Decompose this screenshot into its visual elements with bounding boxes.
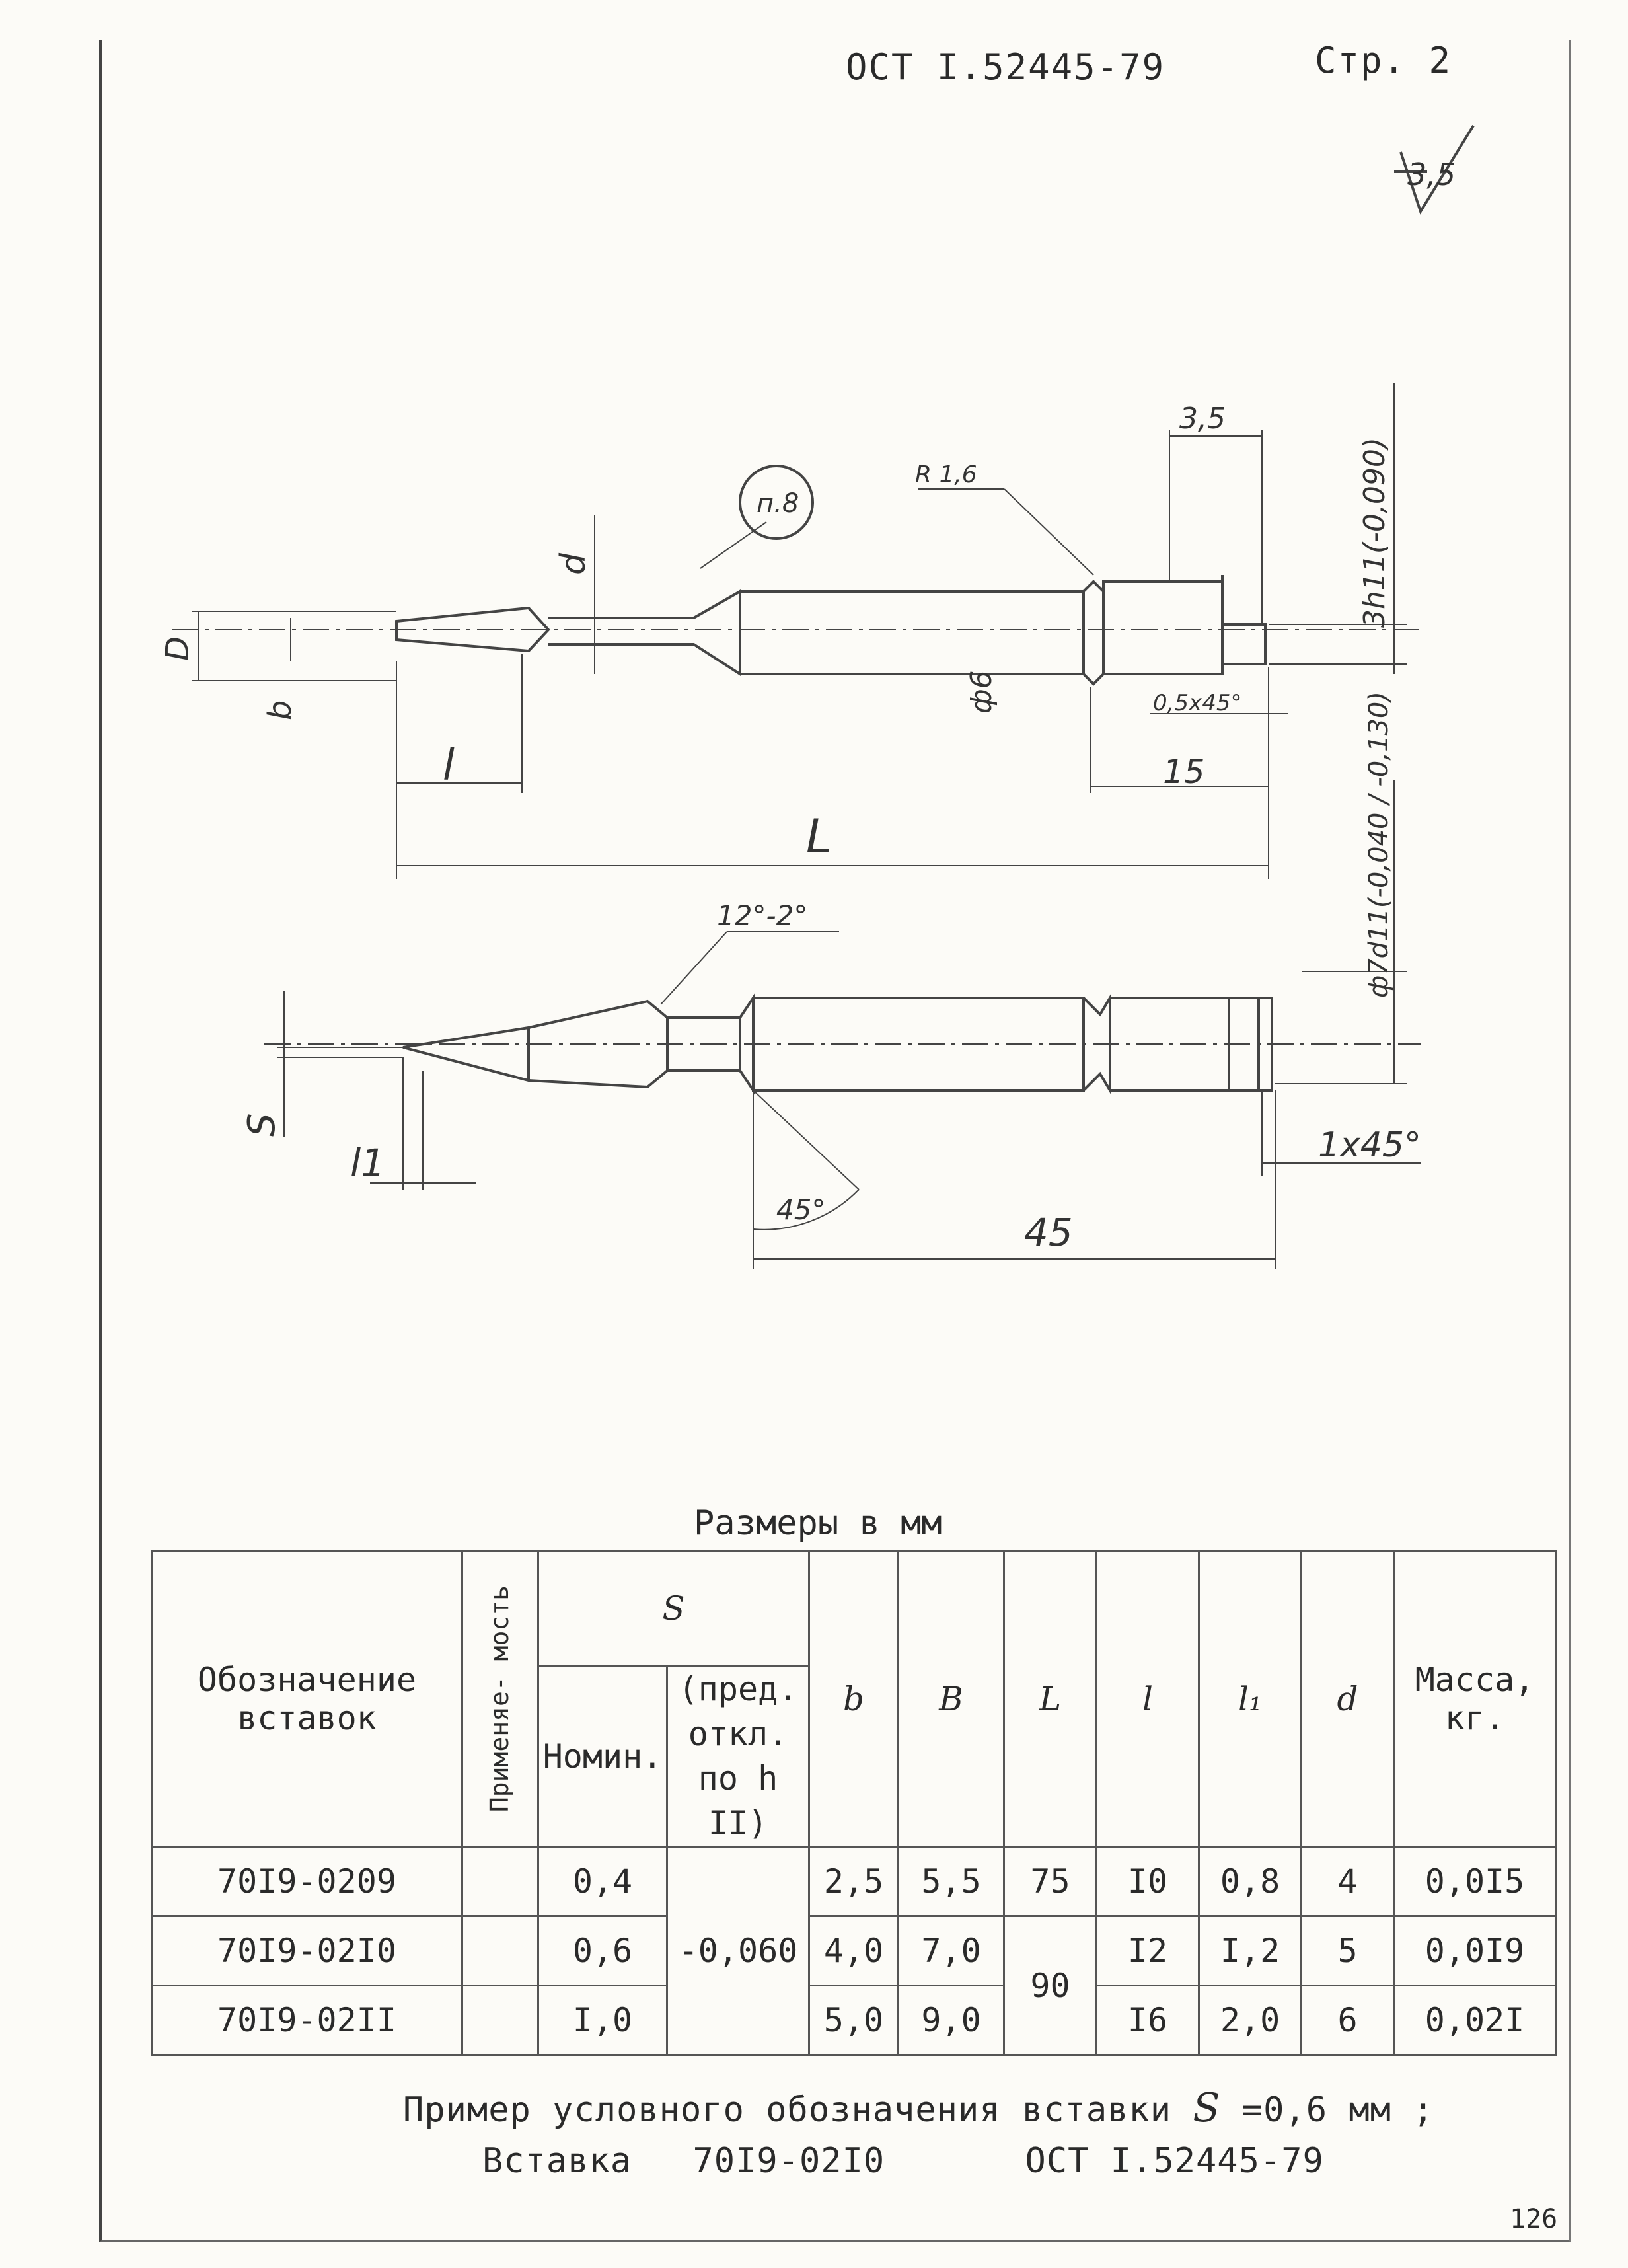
col-l1: l₁ — [1198, 1550, 1303, 1848]
example-value: =0,6 мм ; — [1241, 2090, 1434, 2130]
chamfer-bottom: 1x45° — [1318, 1125, 1421, 1165]
body-top — [739, 590, 1085, 675]
tol-3h11: 3h11(-0,090) — [1358, 437, 1391, 628]
example-var: S — [1193, 2085, 1221, 2131]
row-L: 90 — [1003, 1915, 1098, 2056]
row-S-nom: I,0 — [537, 1984, 668, 2056]
dim-L: L — [806, 810, 832, 864]
page-label: Стр. 2 — [1315, 40, 1452, 81]
example-name: Вставка — [482, 2141, 632, 2181]
dim-D: D — [159, 636, 196, 661]
row-mass: 0,02I — [1393, 1984, 1557, 2056]
row-l1: I,2 — [1198, 1915, 1303, 1986]
row-designation: 70I9-0209 — [151, 1846, 463, 1917]
row-mass: 0,0I5 — [1393, 1846, 1557, 1917]
page-number: 126 — [1510, 2204, 1558, 2234]
dim-45: 45 — [1024, 1210, 1073, 1255]
row-b: 4,0 — [808, 1915, 900, 1986]
row-S-nom: 0,6 — [537, 1915, 668, 1986]
example-line-2: Вставка 70I9-02I0 ОСТ I.52445-79 — [482, 2141, 1324, 2181]
body-bottom — [752, 997, 1085, 1092]
tip-bottom — [402, 1026, 530, 1082]
dim-S: S — [240, 1113, 283, 1137]
row-d: 4 — [1300, 1846, 1395, 1917]
dim-d: d — [554, 552, 593, 575]
table-row: 70I9-0209 0,4 -0,060 2,5 5,5 75 I0 0,8 4… — [151, 1846, 1557, 2056]
col-S: S — [536, 1550, 811, 1667]
dim-15: 15 — [1163, 753, 1205, 791]
row-b: 5,0 — [808, 1984, 900, 2056]
col-mass: Масса, кг. — [1393, 1550, 1557, 1848]
col-S-dev: (пред. откл. по h II) — [665, 1665, 811, 1848]
radius-label: R 1,6 — [915, 461, 977, 488]
col-B: B — [897, 1550, 1006, 1848]
angle-45: 45° — [776, 1193, 825, 1226]
dim-phi6: ф6 — [965, 670, 998, 714]
row-b: 2,5 — [808, 1846, 900, 1917]
dimensions-table: Обозначение вставок Применяе- мость S b … — [151, 1550, 1557, 2056]
dim-l1: l1 — [350, 1141, 385, 1186]
row-designation: 70I9-02I0 — [151, 1915, 463, 1986]
angle-12: 12°-2° — [717, 899, 807, 932]
tol-7d11: ф7d11(-0,040 / -0,130) — [1364, 691, 1394, 998]
table-row: 70I9-02II I,0 5,0 9,0 I6 2,0 6 0,02I — [151, 1984, 1557, 2056]
note-label: п.8 — [757, 488, 799, 519]
dim-l: l — [443, 741, 455, 790]
row-d: 5 — [1300, 1915, 1395, 1986]
row-l1: 0,8 — [1198, 1846, 1303, 1917]
row-applicability — [461, 1846, 539, 1917]
row-l1: 2,0 — [1198, 1984, 1303, 2056]
col-b: b — [808, 1550, 900, 1848]
row-mass: 0,0I9 — [1393, 1915, 1557, 1986]
chamfer-top: 0,5x45° — [1153, 690, 1241, 716]
row-B: 5,5 — [897, 1846, 1006, 1917]
row-applicability — [461, 1915, 539, 1986]
standard-number: ОСТ I.52445-79 — [846, 46, 1166, 88]
row-L: 75 — [1003, 1846, 1098, 1917]
col-d: d — [1300, 1550, 1395, 1848]
roughness-value: 3,5 — [1407, 157, 1456, 192]
col-S-nom: Номин. — [537, 1665, 668, 1848]
col-designation: Обозначение вставок — [151, 1550, 463, 1848]
col-applicability: Применяе- мость — [461, 1550, 539, 1848]
row-applicability — [461, 1984, 539, 2056]
row-l: I2 — [1095, 1915, 1201, 1986]
row-B: 7,0 — [897, 1915, 1006, 1986]
row-S-nom: 0,4 — [537, 1846, 668, 1917]
col-L: L — [1003, 1550, 1098, 1848]
row-d: 6 — [1300, 1984, 1395, 2056]
dim-35: 3,5 — [1179, 402, 1226, 435]
example-line-1: Пример условного обозначения вставки S =… — [403, 2085, 1434, 2131]
note-circle — [739, 465, 814, 540]
row-designation: 70I9-02II — [151, 1984, 463, 2056]
row-B: 9,0 — [897, 1984, 1006, 2056]
col-l: l — [1095, 1550, 1201, 1848]
table-row: 70I9-02I0 0,6 4,0 7,0 90 I2 I,2 5 0,0I9 — [151, 1915, 1557, 2056]
row-l: I0 — [1095, 1846, 1201, 1917]
page-frame — [99, 40, 1571, 2242]
table-caption: Размеры в мм — [694, 1503, 942, 1543]
example-prefix: Пример условного обозначения вставки — [403, 2090, 1172, 2130]
example-std: ОСТ I.52445-79 — [1025, 2141, 1324, 2181]
example-code: 70I9-02I0 — [692, 2141, 885, 2181]
dim-b: b — [262, 700, 299, 720]
technical-drawing: 3,5 п.8 R 1,6 3,5 3h11(-0,090) D b d ф6 … — [159, 124, 1475, 1269]
row-l: I6 — [1095, 1984, 1201, 2056]
row-S-dev: -0,060 — [665, 1846, 811, 2056]
